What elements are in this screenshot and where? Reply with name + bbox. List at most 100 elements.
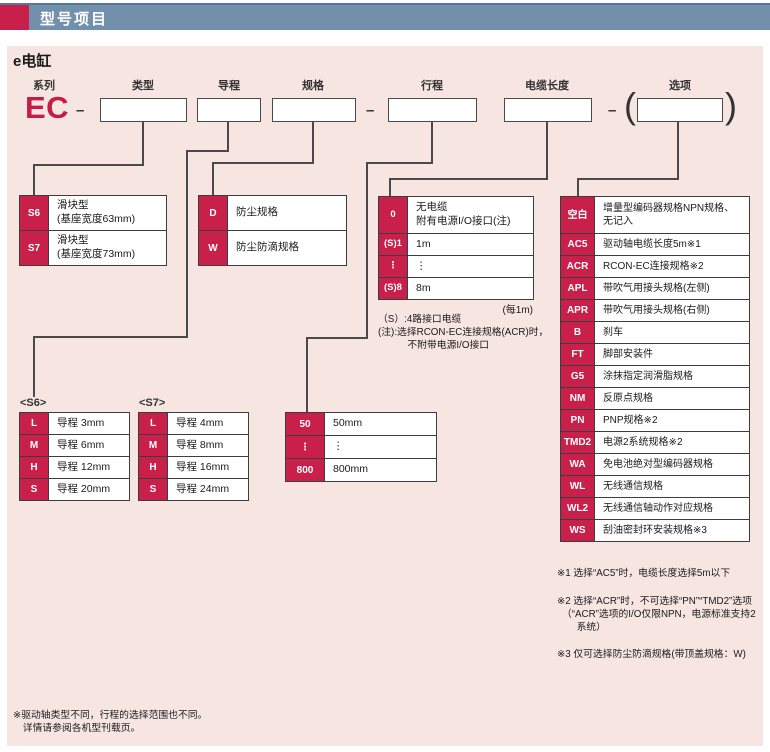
connector-line: [212, 162, 214, 195]
row-code-cell: NM: [561, 388, 595, 409]
table-row: (S)1 1m: [379, 233, 533, 255]
row-description-cell: 800mm: [333, 463, 369, 476]
row-description-cell: 带吹气用接头规格(右侧): [603, 305, 710, 316]
section-header-bar: 型号项目: [0, 3, 770, 30]
lead-s6-caption: <S6>: [20, 397, 47, 409]
row-description-cell: 刹车: [603, 327, 623, 338]
row-code-cell: 50: [286, 413, 325, 435]
row-description-cell: 导程 20mm: [57, 482, 111, 495]
table-row: 800 800mm: [286, 458, 436, 481]
row-code-cell: 800: [286, 459, 325, 481]
row-description-cell: 导程 24mm: [176, 482, 230, 495]
row-description-cell: 1m: [416, 237, 431, 250]
row-description-cell: 带吹气用接头规格(左侧): [603, 283, 710, 294]
row-code-cell: M: [20, 435, 49, 456]
row-code-cell: PN: [561, 410, 595, 431]
option-field-box: [637, 98, 723, 122]
row-code-cell: ACR: [561, 256, 595, 277]
row-description-cell: 50mm: [333, 417, 363, 430]
row-description-cell: 导程 8mm: [176, 438, 224, 451]
dash-separator: –: [608, 102, 617, 119]
row-description-cell: 增量型编码器规格NPN规格、 无记入: [603, 203, 735, 227]
row-description-cell: 滑块型 (基座宽度63mm): [57, 199, 136, 225]
row-code-cell: H: [20, 457, 49, 478]
row-description-cell: ⋮: [416, 259, 427, 272]
cable-per-unit-note: (每1m): [502, 305, 533, 316]
row-code-cell: (S)1: [379, 234, 408, 255]
connector-line: [366, 162, 433, 164]
spec-label: 规格: [302, 80, 324, 92]
row-code-cell: S7: [20, 231, 49, 265]
connector-line: [389, 178, 391, 196]
row-description-cell: 防尘防滴规格: [236, 241, 299, 254]
option-paren-open: (: [624, 85, 636, 126]
row-description-cell: 滑块型 (基座宽度73mm): [57, 234, 136, 260]
connector-line: [577, 178, 679, 180]
stroke-field-box: [388, 98, 477, 122]
row-description-cell: 驱动轴电缆长度5m※1: [603, 239, 701, 250]
dash-separator: –: [76, 102, 85, 119]
option-paren-close: ): [725, 85, 737, 126]
row-code-cell: WL2: [561, 498, 595, 519]
lead-field-box: [197, 98, 261, 122]
row-code-cell: 0: [379, 197, 408, 233]
option-label: 选项: [669, 80, 691, 92]
row-description-cell: 导程 4mm: [176, 416, 224, 429]
connector-line: [389, 178, 548, 180]
series-code: EC: [25, 90, 70, 125]
dash-separator: –: [366, 102, 375, 119]
page-footnote: ※驱动轴类型不同，行程的选择范围也不同。 详情请参阅各机型刊载页。: [13, 710, 208, 734]
connector-line: [142, 122, 144, 166]
table-row: WS 刮油密封环安装规格※3: [561, 519, 749, 541]
spec-field-box: [272, 98, 356, 122]
section-title: 型号项目: [40, 11, 109, 28]
row-description-cell: 涂抹指定润滑脂规格: [603, 371, 693, 382]
row-description-cell: PNP规格※2: [603, 415, 658, 426]
connector-line: [312, 122, 314, 164]
cable-label: 电缆长度: [525, 80, 569, 92]
row-description-cell: 刮油密封环安装规格※3: [603, 525, 707, 536]
connector-line: [306, 337, 368, 339]
connector-line: [186, 150, 188, 338]
row-description-cell: 导程 6mm: [57, 438, 105, 451]
row-code-cell: (S)8: [379, 278, 408, 299]
cable-note: （S）:4路接口电缆 (注):选择RCON-EC连接规格(ACR)时， 不附带电…: [378, 314, 549, 351]
row-code-cell: B: [561, 322, 595, 343]
connector-line: [33, 164, 144, 166]
table-row: S7 滑块型 (基座宽度73mm): [20, 230, 166, 265]
row-code-cell: H: [139, 457, 168, 478]
row-code-cell: WS: [561, 520, 595, 541]
row-code-cell: ⋮: [286, 436, 325, 458]
section-marker-square: [0, 5, 29, 30]
row-code-cell: D: [199, 196, 228, 230]
row-code-cell: WL: [561, 476, 595, 497]
stroke-label: 行程: [421, 80, 443, 92]
connector-line: [546, 122, 548, 180]
table-row: ⋮⋮: [379, 255, 533, 277]
connector-line: [186, 150, 229, 152]
option-notes: ※1 选择“AC5”时，电缆长度选择5m以下 ※2 选择“ACR”时，不可选择“…: [557, 555, 765, 677]
option-note-2: ※2 选择“ACR”时，不可选择“PN”“TMD2”选项 （“ACR”选项的I/…: [557, 595, 756, 633]
lead-s7-caption: <S7>: [139, 397, 166, 409]
table-row: 空白增量型编码器规格NPN规格、 无记入: [561, 197, 749, 233]
series-label: 系列: [33, 80, 55, 92]
